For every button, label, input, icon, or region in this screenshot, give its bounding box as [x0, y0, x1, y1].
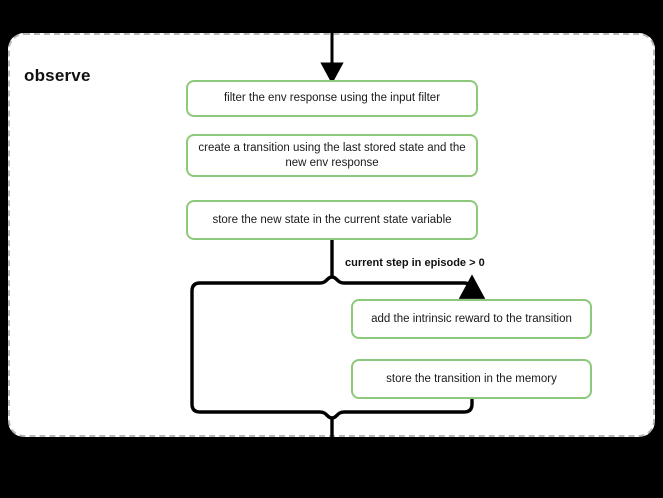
edge-label-condition: current step in episode > 0 [345, 257, 485, 269]
node-add-intrinsic-reward[interactable]: add the intrinsic reward to the transiti… [351, 299, 592, 339]
edge-branch-left [190, 275, 333, 420]
node-create-transition[interactable]: create a transition using the last store… [186, 134, 478, 177]
node-store-state[interactable]: store the new state in the current state… [186, 200, 478, 240]
node-filter[interactable]: filter the env response using the input … [186, 80, 478, 117]
edge-branch-right [331, 274, 486, 299]
edge-right-return [331, 398, 474, 420]
node-store-memory[interactable]: store the transition in the memory [351, 359, 592, 399]
group-title: observe [24, 66, 91, 85]
